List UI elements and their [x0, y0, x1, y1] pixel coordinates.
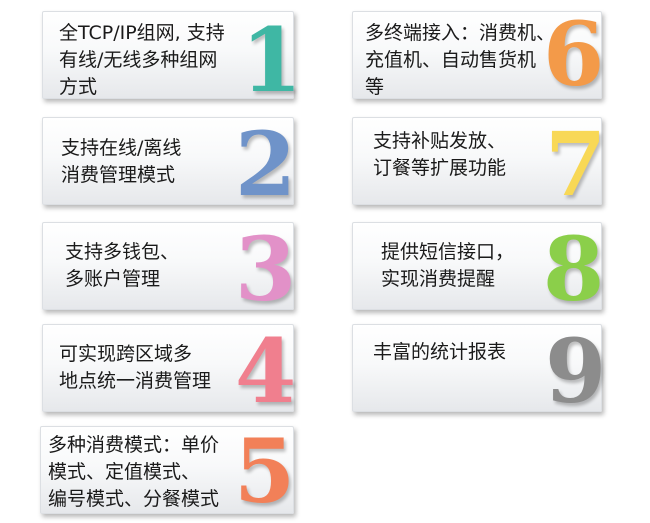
feature-card-text: 多种消费模式：单价 模式、定值模式、 编号模式、分餐模式 [48, 432, 219, 513]
feature-card-3: 支持多钱包、 多账户管理 3 [42, 217, 297, 321]
feature-card-2: 支持在线/离线 消费管理模式 2 [42, 112, 297, 216]
feature-line: 有线/无线多种组网 [59, 49, 218, 71]
feature-card-text: 全TCP/IP组网, 支持 有线/无线多种组网 方式 [59, 20, 225, 101]
feature-line: 订餐等扩展功能 [373, 157, 507, 179]
feature-number-7: 7 [545, 112, 607, 216]
feature-line: 模式、定值模式、 [48, 461, 201, 483]
feature-line: 地点统一消费管理 [59, 370, 212, 392]
feature-line: 全TCP/IP组网, 支持 [59, 22, 225, 44]
feature-card-text: 丰富的统计报表 [373, 339, 506, 366]
feature-card-text: 多终端接入：消费机、 充值机、自动售货机 等 [365, 20, 555, 101]
feature-card-text: 支持在线/离线 消费管理模式 [61, 135, 181, 189]
feature-line: 可实现跨区域多 [59, 343, 193, 365]
feature-card-text: 可实现跨区域多 地点统一消费管理 [59, 341, 211, 395]
feature-number-6: 6 [543, 2, 605, 106]
feature-line: 提供短信接口， [381, 241, 515, 263]
feature-line: 等 [365, 76, 385, 98]
feature-card-4: 可实现跨区域多 地点统一消费管理 4 [42, 319, 297, 423]
feature-line: 多终端接入：消费机、 [365, 22, 556, 44]
feature-number-9: 9 [545, 319, 607, 423]
feature-card-7: 支持补贴发放、 订餐等扩展功能 7 [352, 117, 606, 208]
feature-line: 消费管理模式 [61, 164, 176, 186]
feature-card-8: 提供短信接口， 实现消费提醒 8 [352, 217, 605, 321]
feature-line: 支持多钱包、 [65, 241, 180, 263]
feature-number-8: 8 [543, 217, 605, 321]
feature-line: 丰富的统计报表 [373, 341, 507, 363]
feature-card-1: 全TCP/IP组网, 支持 有线/无线多种组网 方式 1 [42, 11, 302, 104]
feature-card-text: 支持多钱包、 多账户管理 [65, 239, 179, 293]
feature-number-3: 3 [235, 217, 297, 321]
feature-number-1: 1 [241, 8, 303, 112]
feature-line: 多账户管理 [65, 268, 161, 290]
feature-line: 支持补贴发放、 [373, 130, 507, 152]
feature-number-4: 4 [235, 319, 297, 423]
feature-card-9: 丰富的统计报表 9 [352, 324, 606, 415]
feature-number-2: 2 [235, 112, 297, 216]
feature-card-5: 多种消费模式：单价 模式、定值模式、 编号模式、分餐模式 5 [40, 419, 296, 523]
feature-line: 编号模式、分餐模式 [48, 488, 220, 510]
feature-line: 实现消费提醒 [381, 268, 496, 290]
feature-card-6: 多终端接入：消费机、 充值机、自动售货机 等 6 [352, 2, 605, 106]
feature-line: 充值机、自动售货机 [365, 49, 537, 71]
feature-line: 方式 [59, 76, 98, 98]
feature-line: 多种消费模式：单价 [48, 434, 220, 456]
feature-number-5: 5 [234, 419, 296, 523]
feature-line: 支持在线/离线 [61, 137, 182, 159]
feature-card-text: 支持补贴发放、 订餐等扩展功能 [373, 128, 506, 182]
feature-card-text: 提供短信接口， 实现消费提醒 [381, 239, 514, 293]
